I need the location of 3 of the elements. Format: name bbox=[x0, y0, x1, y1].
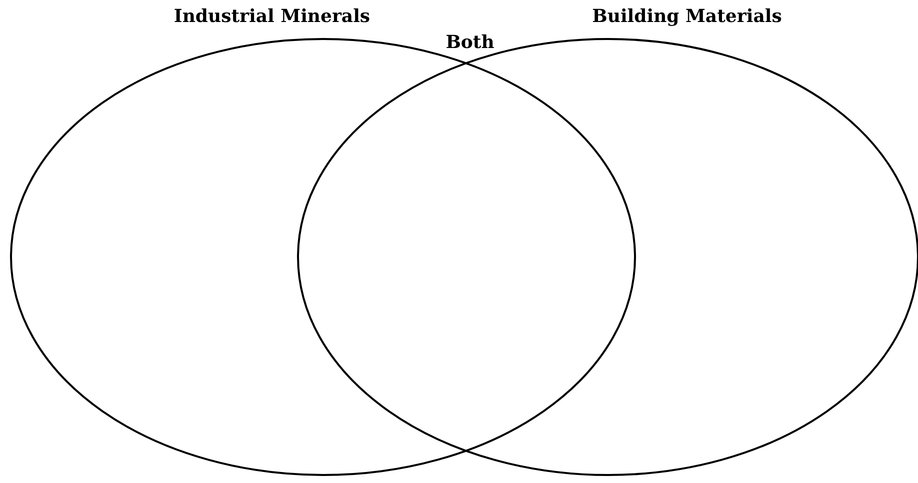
overlap-label: Both bbox=[446, 32, 494, 53]
set-title: Building Materials bbox=[592, 6, 782, 27]
set-title: Industrial Minerals bbox=[174, 6, 370, 27]
